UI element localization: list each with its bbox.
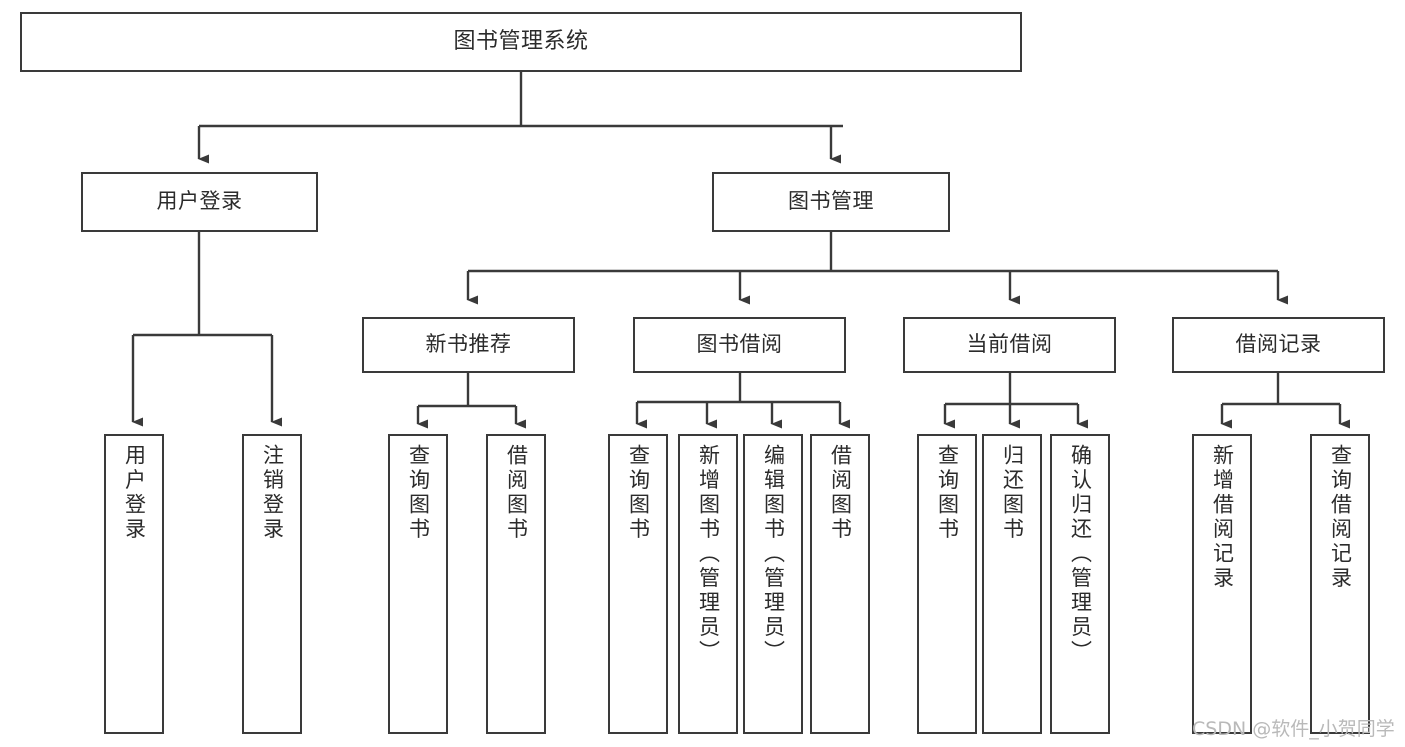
node-label: 查询图书	[626, 444, 651, 542]
leaf-new-book-borrow[interactable]: 借阅图书	[486, 434, 546, 734]
node-label: 注销登录	[260, 444, 285, 542]
node-label: 借阅图书	[828, 444, 853, 542]
node-label: 新书推荐	[425, 332, 512, 357]
leaf-records-query-record[interactable]: 查询借阅记录	[1310, 434, 1370, 734]
node-label: 新增图书（管理员）	[696, 444, 721, 665]
node-book-borrow[interactable]: 图书借阅	[633, 317, 846, 373]
leaf-current-query-book[interactable]: 查询图书	[917, 434, 977, 734]
node-root-system[interactable]: 图书管理系统	[20, 12, 1022, 72]
node-label: 查询图书	[406, 444, 431, 542]
node-label: 借阅记录	[1235, 332, 1322, 357]
leaf-records-add-record[interactable]: 新增借阅记录	[1192, 434, 1252, 734]
leaf-borrow-add-book-admin[interactable]: 新增图书（管理员）	[678, 434, 738, 734]
node-label: 查询图书	[935, 444, 960, 542]
node-label: 图书管理	[788, 189, 874, 214]
node-book-management[interactable]: 图书管理	[712, 172, 950, 232]
node-label: 查询借阅记录	[1328, 444, 1353, 591]
node-label: 用户登录	[122, 444, 147, 542]
csdn-watermark: CSDN @软件_小贺同学	[1192, 718, 1395, 740]
node-borrow-records[interactable]: 借阅记录	[1172, 317, 1385, 373]
leaf-user-login-signout[interactable]: 注销登录	[242, 434, 302, 734]
node-label: 图书管理系统	[453, 28, 589, 54]
node-label: 用户登录	[156, 189, 243, 214]
leaf-borrow-borrow-book[interactable]: 借阅图书	[810, 434, 870, 734]
node-label: 图书借阅	[696, 332, 783, 357]
node-current-borrow[interactable]: 当前借阅	[903, 317, 1116, 373]
node-label: 新增借阅记录	[1210, 444, 1235, 591]
leaf-current-confirm-return-admin[interactable]: 确认归还（管理员）	[1050, 434, 1110, 734]
node-user-login[interactable]: 用户登录	[81, 172, 318, 232]
node-label: 当前借阅	[966, 332, 1053, 357]
leaf-user-login-signin[interactable]: 用户登录	[104, 434, 164, 734]
node-label: 借阅图书	[504, 444, 529, 542]
leaf-borrow-query-book[interactable]: 查询图书	[608, 434, 668, 734]
node-new-book-recommend[interactable]: 新书推荐	[362, 317, 575, 373]
node-label: 编辑图书（管理员）	[761, 444, 786, 665]
node-label: 归还图书	[1000, 444, 1025, 542]
node-label: 确认归还（管理员）	[1068, 444, 1093, 665]
leaf-current-return-book[interactable]: 归还图书	[982, 434, 1042, 734]
leaf-borrow-edit-book-admin[interactable]: 编辑图书（管理员）	[743, 434, 803, 734]
leaf-new-book-query[interactable]: 查询图书	[388, 434, 448, 734]
